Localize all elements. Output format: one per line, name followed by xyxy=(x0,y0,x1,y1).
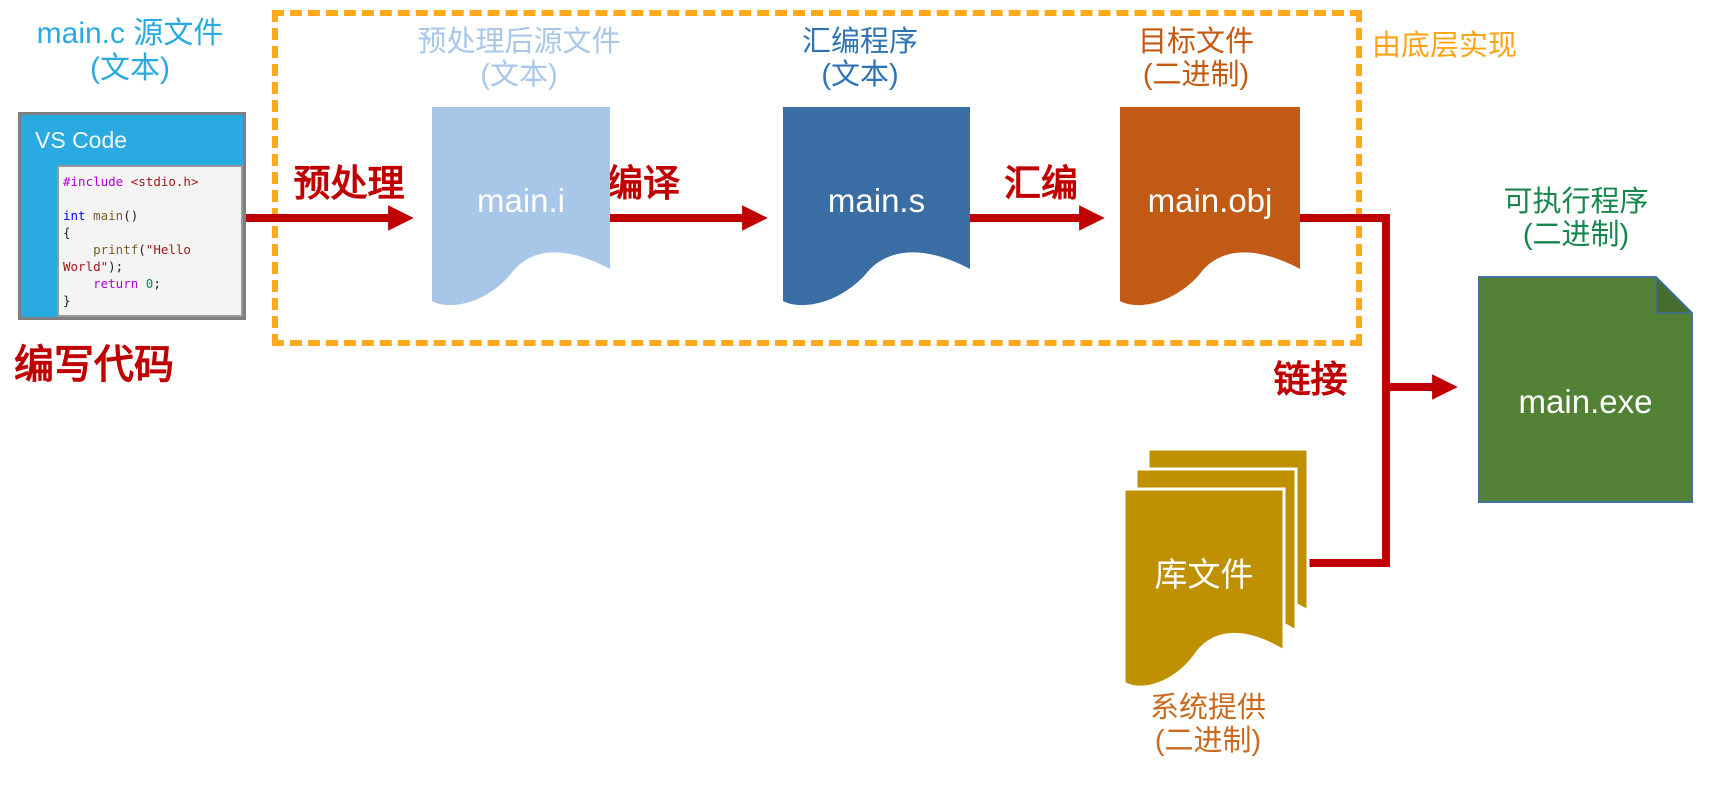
main-s-label: main.s xyxy=(827,182,926,219)
code-block: #include <stdio.h> int main() { printf("H… xyxy=(59,167,241,311)
main-obj-label: main.obj xyxy=(1147,182,1273,219)
stage-header-object: 目标文件 (二进制) xyxy=(1081,26,1311,92)
code-line: printf("Hello xyxy=(93,242,191,257)
main-obj-shape xyxy=(1120,107,1300,306)
main-s-document xyxy=(783,107,970,306)
stage-header-line1: 预处理后源文件 xyxy=(417,26,621,58)
main-exe-shape xyxy=(1478,276,1693,503)
vscode-activity-bar xyxy=(21,165,57,317)
stage-header-line2: (二进制) xyxy=(1522,219,1630,251)
stage-header-line2: (文本) xyxy=(480,59,558,91)
library-caption-line1: 系统提供 xyxy=(1149,692,1266,724)
write-code-caption: 编写代码 xyxy=(14,343,174,387)
link-label: 链接 xyxy=(1273,359,1348,400)
library-caption-line2: (二进制) xyxy=(1154,725,1262,757)
source-file-subtitle: (文本) xyxy=(90,52,170,85)
code-line: #include <stdio.h> xyxy=(63,174,199,189)
stage-header-line1: 可执行程序 xyxy=(1503,186,1649,218)
source-file-header: main.c 源文件 (文本) xyxy=(10,16,250,86)
main-exe-fold-corner xyxy=(1655,276,1693,314)
vscode-editor-panel: #include <stdio.h> int main() { printf("H… xyxy=(57,165,243,317)
preprocess-label: 预处理 xyxy=(293,163,405,204)
main-i-document xyxy=(432,107,610,306)
vscode-window: VS Code #include <stdio.h> int main() { p… xyxy=(18,112,246,320)
code-line xyxy=(63,190,239,207)
compile-label: 编译 xyxy=(606,163,680,204)
stage-header-line1: 汇编程序 xyxy=(801,26,918,58)
stage-header-preprocessed: 预处理后源文件 (文本) xyxy=(404,26,634,92)
vscode-titlebar: VS Code xyxy=(21,115,243,165)
code-line: } xyxy=(63,293,71,308)
source-file-title: main.c 源文件 xyxy=(36,17,224,50)
library-page-shape xyxy=(1122,487,1286,689)
vscode-body: #include <stdio.h> int main() { printf("H… xyxy=(21,165,243,317)
low-level-group-label: 由底层实现 xyxy=(1372,30,1518,62)
stage-header-line1: 目标文件 xyxy=(1137,26,1254,58)
stage-header-line2: (二进制) xyxy=(1142,59,1250,91)
main-s-shape xyxy=(783,107,970,306)
code-line: int main() xyxy=(63,208,139,223)
main-i-shape xyxy=(432,107,610,306)
code-line: { xyxy=(63,225,71,240)
main-i-label: main.i xyxy=(476,182,566,219)
low-level-group-box xyxy=(272,10,1362,346)
main-obj-document xyxy=(1120,107,1300,306)
stage-header-executable: 可执行程序 (二进制) xyxy=(1461,186,1691,252)
main-exe-label: main.exe xyxy=(1518,383,1653,420)
code-line: return 0; xyxy=(93,276,161,291)
code-line: World"); xyxy=(63,259,124,274)
stage-header-line2: (文本) xyxy=(821,59,899,91)
stage-header-assembly: 汇编程序 (文本) xyxy=(745,26,975,92)
library-page-front xyxy=(1122,487,1286,689)
main-exe-document xyxy=(1478,276,1693,503)
library-label: 库文件 xyxy=(1154,556,1254,593)
library-caption: 系统提供 (二进制) xyxy=(1093,692,1323,758)
assemble-label: 汇编 xyxy=(1004,163,1078,204)
